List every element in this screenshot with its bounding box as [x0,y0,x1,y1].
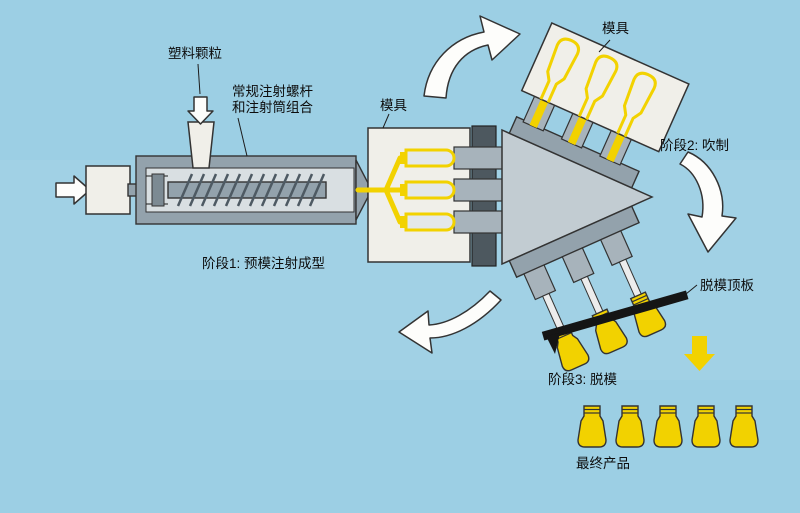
cycle-arrow-top-icon [423,15,521,99]
label-stage3: 阶段3: 脱模 [548,372,618,387]
injection-unit [55,96,369,225]
label-stage1: 阶段1: 预模注射成型 [202,256,325,271]
feed-arrow-icon [187,96,214,125]
blown-bottle-outline [616,71,657,138]
preform [404,212,456,232]
bottle-neck [567,115,587,146]
bottle-neck [529,98,549,128]
core-holder [453,146,507,170]
core-holder [453,178,507,202]
eject-arrow-icon [684,336,715,371]
preform [404,148,456,168]
leader-pellets [197,63,201,95]
leader-ejector-plate [685,284,698,295]
eject-direction-arrow-icon [546,333,560,354]
hopper [187,121,215,169]
leader-mold-blow [598,39,611,53]
label-pellets: 塑料颗粒 [168,46,222,61]
label-ejector-plate: 脱模顶板 [700,278,754,293]
input-arrow-icon [55,175,91,205]
leader-screw [237,117,248,157]
cycle-arrow-right-icon [679,151,737,253]
eject-station [508,205,669,374]
label-mold-preform: 模具 [380,98,407,113]
leader-mold-preform [382,113,390,129]
sprue [400,216,405,228]
label-screw-line1: 常规注射螺杆 [232,84,313,99]
sprue [400,184,405,196]
preform-mold-station [355,125,507,267]
label-screw-line2: 和注射筒组合 [232,99,313,115]
core-holder [453,210,507,234]
blow-station [508,22,690,189]
cycle-arrow-bottom-icon [398,290,502,354]
pusher-block [85,165,131,215]
screw-flights [176,173,326,207]
label-final-product: 最终产品 [576,456,630,471]
blown-bottle-outline [539,37,581,104]
label-stage2: 阶段2: 吹制 [660,138,729,153]
ejector-plate-bar [541,290,689,341]
bottle-neck [606,132,626,163]
blow-mold-block [520,22,690,153]
piston-head [151,173,165,207]
blown-bottle-outline [577,54,619,121]
sprue [400,152,405,164]
preform [404,180,456,200]
label-mold-blow: 模具 [602,21,629,36]
